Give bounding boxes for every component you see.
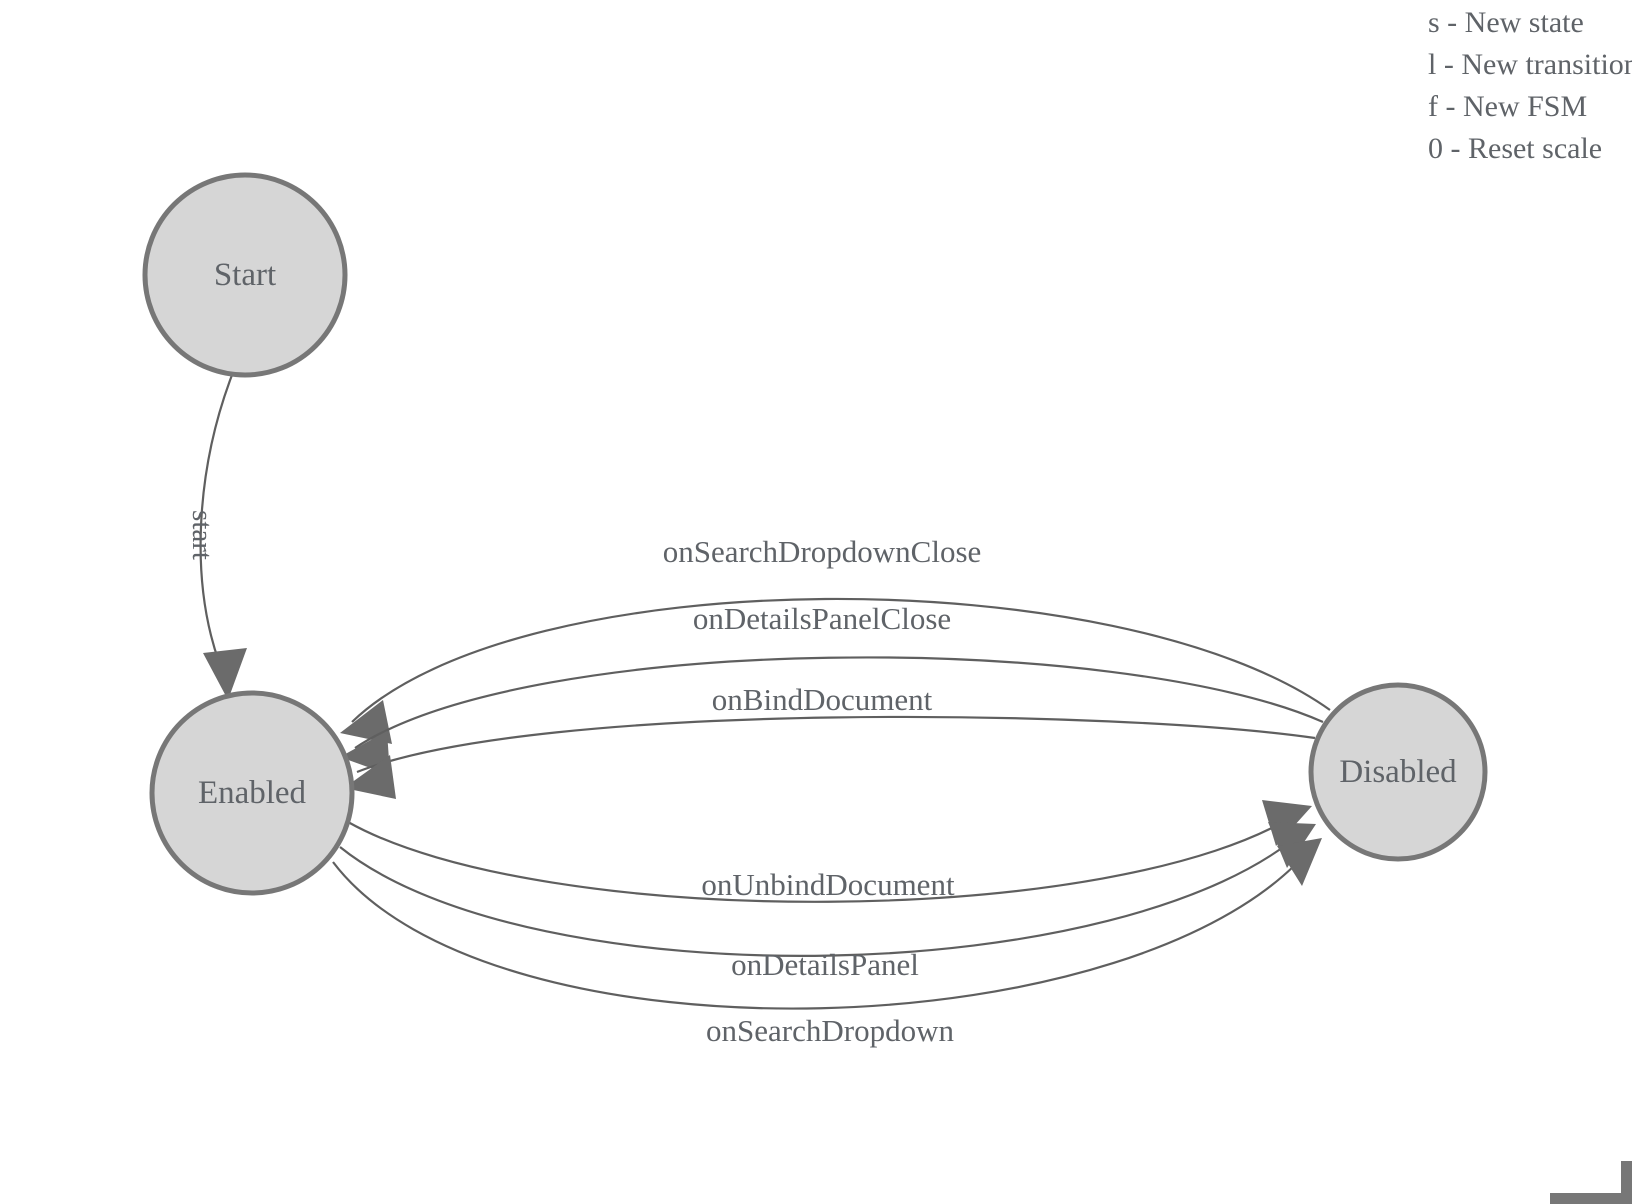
node-enabled-label: Enabled (198, 775, 307, 811)
edge-start-arrowhead (203, 648, 247, 700)
node-enabled-circle[interactable] (149, 690, 355, 896)
edge-onbinddocument-path[interactable] (356, 715, 1316, 774)
edge-label-onunbinddocument: onUnbindDocument (701, 867, 955, 902)
edge-ondetailspanelclose-path[interactable] (354, 656, 1324, 749)
edge-label-onsearchdropdown: onSearchDropdown (706, 1013, 954, 1048)
edge-onsearchdropdownclose-path[interactable] (351, 597, 1331, 723)
edge-start[interactable] (199, 374, 247, 700)
help-line-new-transition: l - New transition (1428, 48, 1632, 81)
edge-onbinddocument-arrowhead (344, 755, 396, 799)
edge-onsearchdropdown-arrowhead (1277, 838, 1322, 886)
edge-onsearchdropdown[interactable] (332, 838, 1322, 1010)
node-start-circle[interactable] (142, 172, 348, 378)
edge-ondetailspanel-path[interactable] (339, 827, 1308, 957)
node-disabled-circle[interactable] (1308, 682, 1488, 862)
vertical-scrollbar[interactable] (1621, 1161, 1632, 1204)
edge-onbinddocument[interactable] (344, 715, 1316, 799)
node-start-label: Start (214, 257, 276, 293)
help-legend: s - New state l - New transition f - New… (1428, 0, 1632, 170)
horizontal-scrollbar[interactable] (1550, 1193, 1632, 1204)
edge-label-ondetailspanelclose: onDetailsPanelClose (693, 601, 951, 636)
edge-start-path[interactable] (199, 374, 234, 663)
edge-label-onsearchdropdownclose: onSearchDropdownClose (663, 534, 982, 569)
edge-label-ondetailspanel: onDetailsPanel (731, 947, 919, 982)
edge-onsearchdropdown-path[interactable] (332, 843, 1315, 1010)
help-line-new-state: s - New state (1428, 6, 1584, 39)
node-start[interactable]: Start (142, 172, 348, 378)
help-line-new-fsm: f - New FSM (1428, 90, 1588, 123)
edge-onunbinddocument-path[interactable] (347, 811, 1301, 903)
node-enabled[interactable]: Enabled (149, 690, 355, 896)
edge-label-onbinddocument: onBindDocument (712, 682, 933, 717)
node-disabled[interactable]: Disabled (1308, 682, 1488, 862)
edge-label-start: start (186, 510, 218, 560)
node-disabled-label: Disabled (1339, 754, 1457, 790)
help-line-reset-scale: 0 - Reset scale (1428, 132, 1603, 165)
